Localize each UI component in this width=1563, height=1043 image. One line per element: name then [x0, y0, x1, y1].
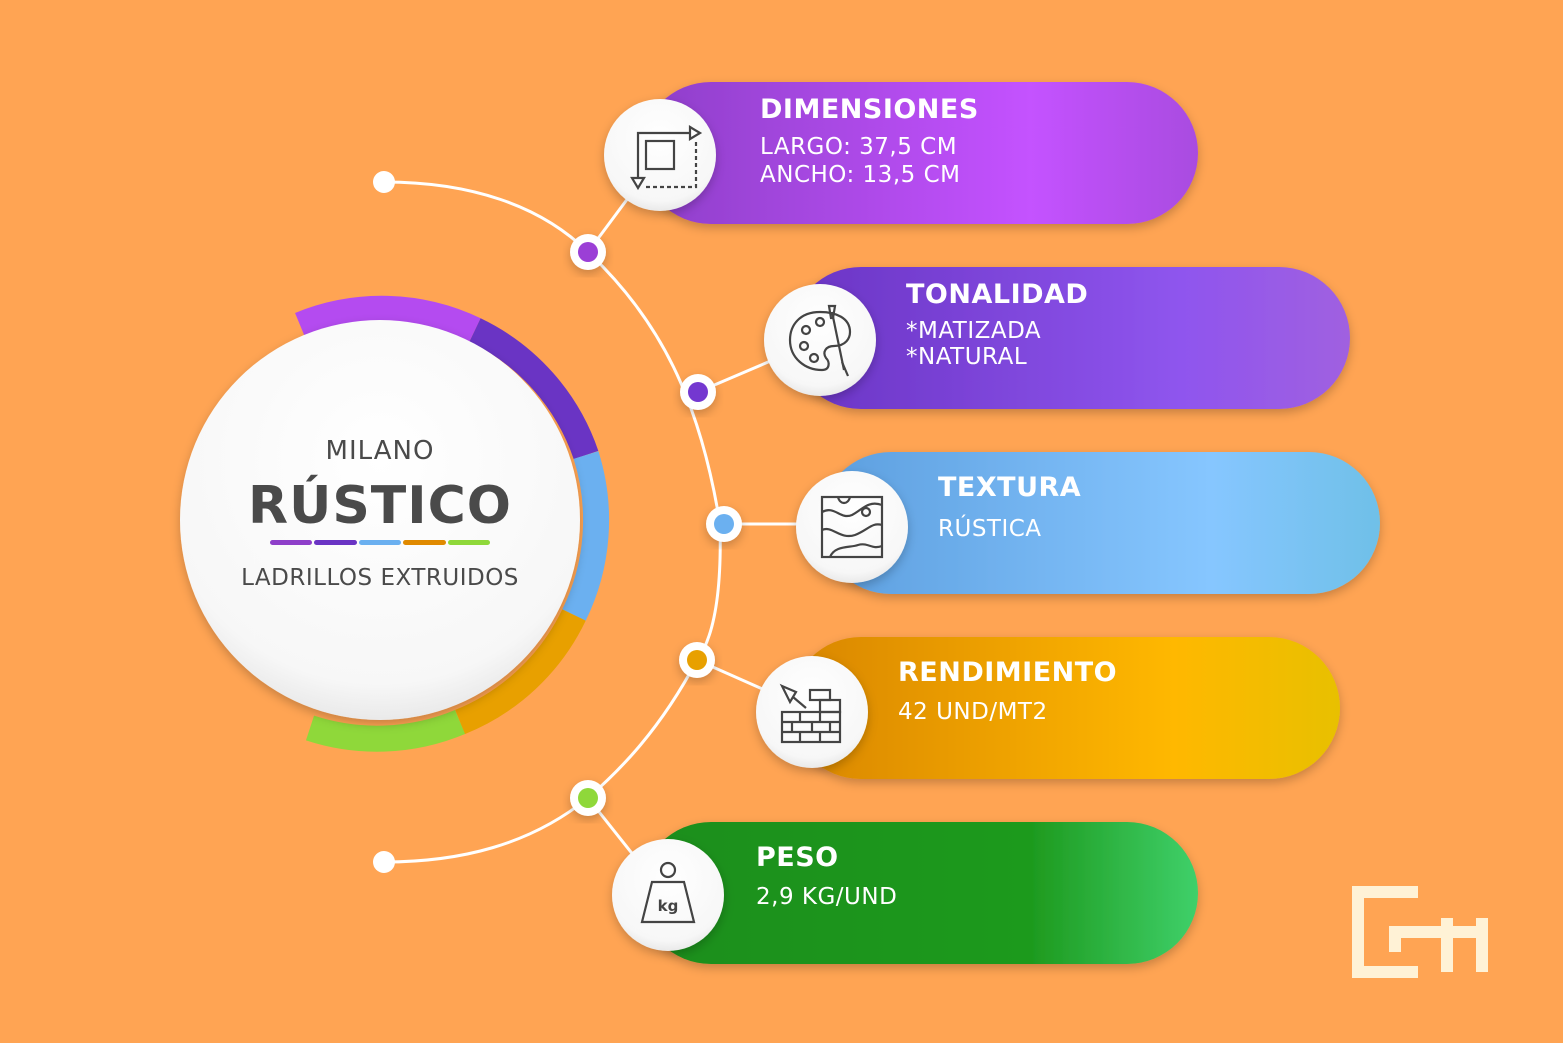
- card-rendimiento: [790, 637, 1340, 779]
- timeline-node-textura: [706, 506, 742, 542]
- card-text-tonalidad: TONALIDAD *MATIZADA *NATURAL: [906, 279, 1088, 370]
- center-color-rule: [269, 539, 491, 545]
- timeline-node-dimensiones: [570, 234, 606, 270]
- rule-segment: [270, 539, 313, 545]
- card-line: 2,9 KG/UND: [756, 884, 898, 910]
- card-line: LARGO: 37,5 CM: [760, 134, 958, 160]
- icon-badge-textura: [796, 471, 908, 583]
- timeline-node-tonalidad: [680, 374, 716, 410]
- rule-segment: [447, 539, 491, 545]
- center-subtitle-top: MILANO: [325, 435, 435, 466]
- card-text-textura: TEXTURA RÚSTICA: [938, 472, 1081, 543]
- card-tonalidad: [790, 267, 1350, 409]
- brick-wall-icon: [779, 683, 842, 744]
- center-subtitle-bottom: LADRILLOS EXTRUIDOS: [241, 564, 519, 591]
- card-line: RÚSTICA: [938, 516, 1042, 542]
- dimensions-icon: [630, 125, 703, 191]
- arc-start-dot: [373, 171, 395, 193]
- timeline-node-peso: [570, 780, 606, 816]
- center-title: RÚSTICO: [248, 475, 512, 536]
- card-dimensiones: [640, 82, 1198, 224]
- timeline-node-rendimiento: [679, 642, 715, 678]
- palette-icon: [788, 304, 852, 377]
- texture-icon: [820, 495, 884, 559]
- rule-segment: [403, 539, 446, 545]
- rule-segment: [314, 539, 357, 545]
- rule-segment: [358, 539, 402, 545]
- icon-badge-dimensiones: [604, 99, 716, 211]
- timeline-arc: [383, 154, 850, 896]
- card-text-rendimiento: RENDIMIENTO 42 UND/MT2: [898, 657, 1117, 726]
- card-line: ANCHO: 13,5 CM: [760, 162, 961, 188]
- card-text-dimensiones: DIMENSIONES LARGO: 37,5 CM ANCHO: 13,5 C…: [760, 94, 979, 189]
- card-title: PESO: [756, 842, 839, 873]
- weight-icon: [640, 861, 696, 924]
- center-label: MILANO RÚSTICO LADRILLOS EXTRUIDOS: [180, 320, 580, 720]
- center-circle: [180, 320, 580, 720]
- card-text-peso: PESO 2,9 KG/UND: [756, 842, 897, 911]
- weight-icon-label: kg: [658, 897, 679, 915]
- card-title: TONALIDAD: [906, 279, 1089, 310]
- card-textura: [820, 452, 1380, 594]
- ch-logo: [1352, 886, 1488, 978]
- card-line: *NATURAL: [906, 344, 1028, 370]
- arc-end-dot: [373, 851, 395, 873]
- card-title: TEXTURA: [938, 472, 1082, 503]
- icon-badge-peso: [612, 839, 724, 951]
- card-line: 42 UND/MT2: [898, 699, 1048, 725]
- center-ring: [295, 295, 610, 752]
- card-peso: [640, 822, 1198, 964]
- card-title: RENDIMIENTO: [898, 657, 1118, 688]
- card-line: *MATIZADA: [906, 318, 1042, 344]
- card-title: DIMENSIONES: [760, 94, 979, 125]
- icon-badge-tonalidad: [764, 284, 876, 396]
